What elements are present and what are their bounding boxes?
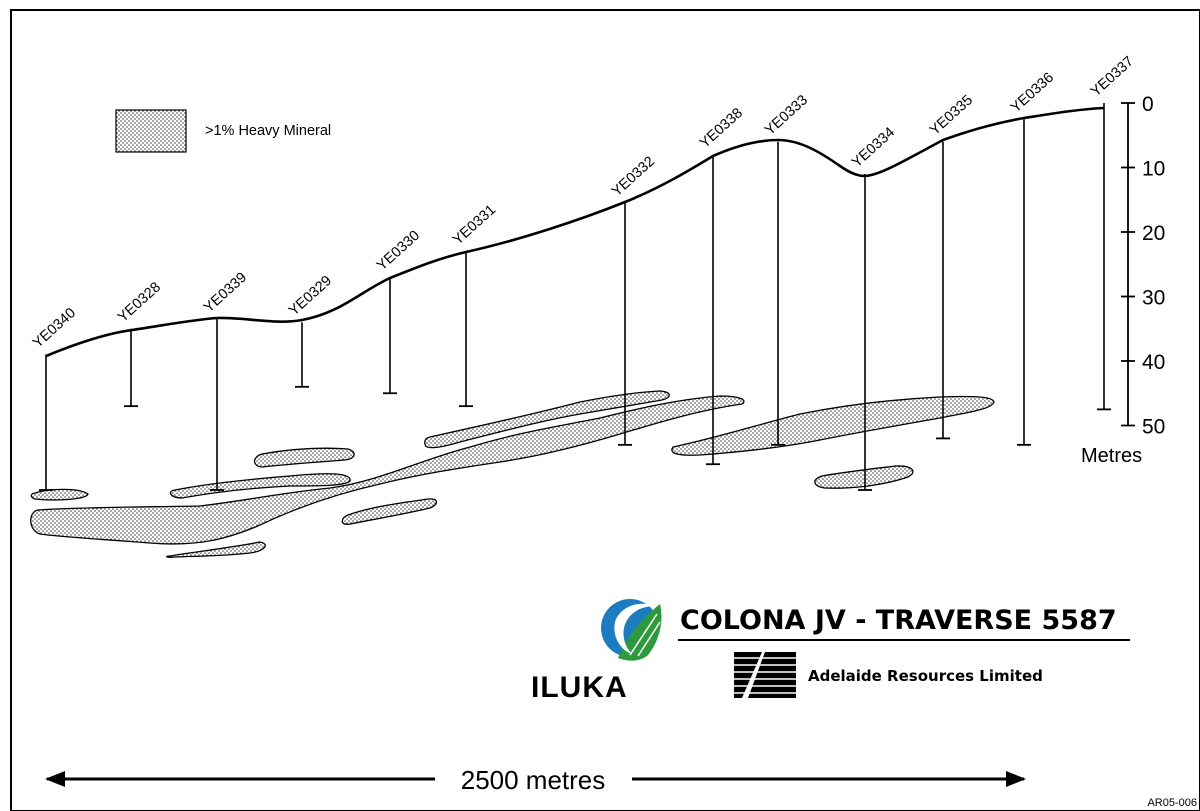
- legend-label: >1% Heavy Mineral: [205, 123, 331, 139]
- adelaide-resources-logo: Adelaide Resources Limited: [734, 652, 1043, 698]
- iluka-logo: ILUKA: [531, 599, 662, 704]
- depth-unit-label: Metres: [1081, 445, 1142, 467]
- legend: >1% Heavy Mineral: [115, 109, 331, 153]
- legend-swatch: [115, 109, 187, 153]
- page-frame: [10, 9, 1200, 811]
- mineral-body: [424, 390, 670, 449]
- mineral-body: [814, 465, 914, 489]
- depth-tick-label: 20: [1142, 222, 1165, 245]
- depth-tick-label: 30: [1142, 287, 1165, 310]
- diagram-title: COLONA JV - TRAVERSE 5587: [680, 605, 1117, 636]
- depth-tick-label: 50: [1142, 416, 1165, 439]
- iluka-wordmark: ILUKA: [531, 671, 628, 704]
- depth-tick-label: 40: [1142, 351, 1165, 374]
- mineral-body: [166, 541, 266, 558]
- mineral-body: [671, 395, 995, 456]
- ground-surface: [45, 106, 1105, 358]
- iluka-logo-stripe: [637, 621, 661, 657]
- depth-scale: Metres 0 10 20 30 40 50: [1081, 93, 1165, 467]
- iluka-logo-stripe: [629, 613, 658, 656]
- mineral-body: [30, 395, 745, 545]
- mineral-body: [30, 488, 89, 501]
- heavy-mineral-bodies: [30, 390, 995, 558]
- depth-tick-label: 0: [1142, 93, 1154, 116]
- scale-bar-label: 2500 metres: [461, 765, 606, 795]
- mineral-body: [253, 447, 355, 468]
- ar-logo-mark: [734, 652, 796, 698]
- mineral-body: [341, 498, 438, 525]
- iluka-logo-crescent: [614, 603, 655, 654]
- reference-code: AR05-006: [1147, 797, 1197, 809]
- depth-tick-label: 10: [1142, 158, 1165, 181]
- scale-bar: 2500 metres: [45, 765, 1026, 795]
- iluka-logo-leaf: [618, 604, 662, 661]
- mineral-body: [169, 473, 351, 499]
- company-name: Adelaide Resources Limited: [808, 667, 1043, 685]
